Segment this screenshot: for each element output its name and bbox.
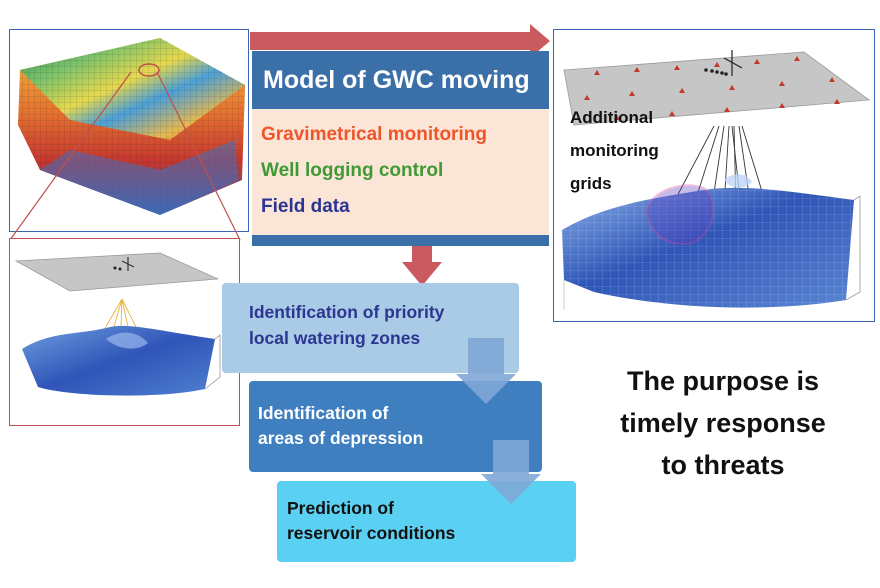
flow-step-1: Identification of priority local waterin… (222, 283, 519, 373)
flow-step-1-line-1: Identification of priority (249, 302, 445, 322)
flow-step-3-line-2: reservoir conditions (287, 523, 456, 543)
model-item-field-data: Field data (261, 196, 350, 217)
annotation-line-3: grids (570, 174, 612, 193)
flow-step-2-line-2: areas of depression (258, 428, 424, 448)
model-item-gravimetrical: Gravimetrical monitoring (261, 124, 487, 145)
purpose-line-2: timely response (620, 408, 826, 438)
purpose-line-3: to threats (661, 450, 785, 480)
top-arrow (250, 24, 550, 58)
annotation-line-1: Additional (570, 108, 654, 127)
flow-step-1-line-2: local watering zones (249, 328, 421, 348)
monitoring-grids-image: Additional monitoring grids (553, 29, 875, 322)
model-box-title: Model of GWC moving (263, 66, 530, 94)
down-arrow (402, 246, 442, 286)
model-box-header (252, 51, 549, 109)
local-grid-graphic (14, 252, 221, 396)
flow-step-3-line-1: Prediction of (287, 498, 394, 518)
connector-arrow-1 (456, 338, 516, 404)
model-box-footer (252, 235, 549, 246)
model-item-well-logging: Well logging control (261, 160, 444, 181)
flow-step-3: Prediction of reservoir conditions (277, 481, 576, 562)
annotation-line-2: monitoring (570, 141, 659, 160)
local-grid-image (9, 238, 240, 426)
monitoring-grids-graphic (562, 50, 871, 310)
reservoir-model-image (9, 29, 249, 232)
flow-step-2-line-1: Identification of (258, 403, 389, 423)
connector-arrow-2 (481, 440, 541, 504)
purpose-line-1: The purpose is (626, 366, 820, 396)
zoom-circle (138, 63, 160, 77)
reservoir-model-graphic (18, 38, 245, 215)
model-box: Model of GWC moving Gravimetrical monito… (252, 51, 549, 246)
